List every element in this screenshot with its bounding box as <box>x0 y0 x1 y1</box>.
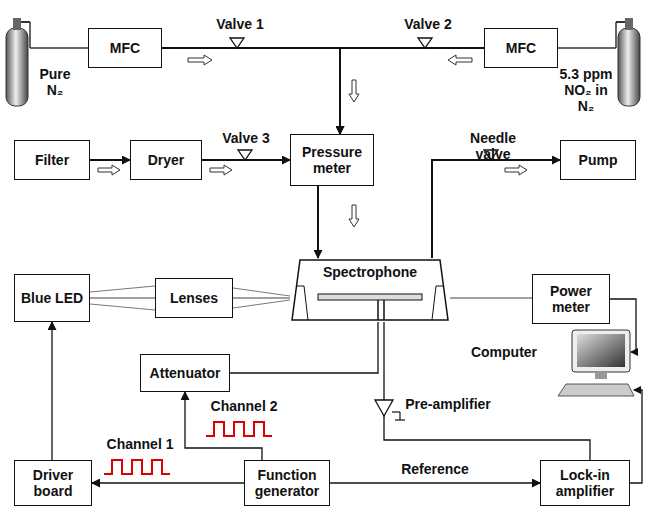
air-line <box>202 159 290 161</box>
light-path <box>450 298 532 299</box>
ground-symbol <box>392 412 405 420</box>
power-meter-box: Power meter <box>532 274 610 324</box>
annotation-label: Valve 2 <box>400 16 456 32</box>
filter-box: Filter <box>14 140 90 180</box>
edge-label: Reference <box>399 461 471 477</box>
node-text: MFC <box>110 40 140 56</box>
square-wave <box>104 460 170 474</box>
pump-box: Pump <box>560 140 636 180</box>
light-path <box>233 298 290 299</box>
flow-arrow <box>98 55 527 227</box>
attenuator-box: Attenuator <box>140 354 230 392</box>
square-wave <box>206 422 272 436</box>
function-generator-box: Function generator <box>244 460 330 506</box>
signal-wire <box>384 322 590 460</box>
node-text: Function generator <box>249 467 325 499</box>
node-text: Power meter <box>537 283 605 315</box>
gas-cylinder <box>6 18 88 106</box>
node-text: Driver board <box>19 467 87 499</box>
mfc-box: MFC <box>484 28 558 68</box>
signal-wire <box>51 322 52 460</box>
signal-wire <box>92 482 244 483</box>
gas-line <box>317 186 319 258</box>
node-text: Lock-in amplifier <box>545 467 625 499</box>
annotation-label: Pure N₂ <box>34 66 76 98</box>
mfc-box: MFC <box>88 28 162 68</box>
gas-line <box>340 48 484 134</box>
air-line <box>90 159 130 161</box>
led-box: Blue LED <box>14 274 90 322</box>
annotation-label: Needle valve <box>452 130 534 162</box>
signal-wire <box>610 299 636 352</box>
node-text: Attenuator <box>150 365 221 381</box>
light-path <box>90 298 155 299</box>
node-text: MFC <box>506 40 536 56</box>
computer-icon <box>558 330 634 396</box>
annotation-label: Channel 2 <box>204 398 284 414</box>
node-text: Dryer <box>148 152 185 168</box>
driver-board-box: Driver board <box>14 460 92 506</box>
annotation-label: 5.3 ppm NO₂ in N₂ <box>556 66 616 114</box>
node-text: Spectrophone <box>323 264 417 280</box>
annotation-label: Valve 3 <box>218 130 274 146</box>
annotation-label: Computer <box>464 344 544 360</box>
node-text: Pressure meter <box>295 144 369 176</box>
signal-wire <box>630 390 642 483</box>
dryer-box: Dryer <box>130 140 202 180</box>
annotation-label: Channel 1 <box>100 436 180 452</box>
reference-wire <box>330 482 540 483</box>
signal-wire <box>230 322 378 373</box>
annotation-label: Valve 1 <box>212 16 268 32</box>
node-text: Filter <box>35 152 69 168</box>
node-text: Lenses <box>170 290 218 306</box>
annotation-label: Pre-amplifier <box>398 396 498 412</box>
lenses-box: Lenses <box>155 278 233 318</box>
lock-in-box: Lock-in amplifier <box>540 460 630 506</box>
node-text: Blue LED <box>21 290 83 306</box>
exhaust-line <box>432 160 560 258</box>
pressure-meter-box: Pressure meter <box>290 134 374 186</box>
node-text: Pump <box>579 152 618 168</box>
spectrophone-cell: Spectrophone <box>290 258 450 322</box>
gas-line <box>162 48 340 134</box>
